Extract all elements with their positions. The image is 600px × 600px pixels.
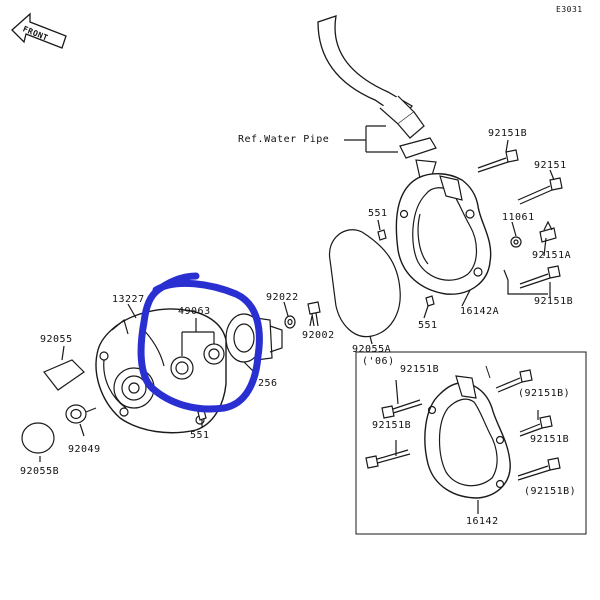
- label-inset-92151B-c: 92151B: [372, 420, 412, 431]
- water-pipe-hose: [317, 15, 425, 139]
- bolt-92151B-mid: [519, 265, 561, 289]
- label-92055A: 92055A: [352, 344, 392, 355]
- inset-bolt-e: [517, 457, 561, 481]
- washer-92022: [284, 315, 296, 329]
- inset-bolt-d: [519, 415, 553, 437]
- cover-13227: [95, 308, 227, 434]
- label-11061: 11061: [502, 212, 535, 223]
- front-arrow-icon: [11, 12, 67, 49]
- label-92151B-top: 92151B: [488, 128, 528, 139]
- pipe-fitting: [399, 137, 437, 159]
- dowel-551-mid: [425, 295, 435, 307]
- bolt-92151: [517, 177, 563, 205]
- label-16142: 16142: [466, 516, 499, 527]
- washer-11061: [510, 236, 522, 248]
- bolt-92002: [307, 301, 321, 327]
- seal-49063-b: [203, 343, 225, 365]
- inset-bolt-b: [495, 369, 533, 393]
- highlight-circle: [137, 272, 263, 413]
- bolt-92151A: [539, 220, 557, 243]
- label-16142A: 16142A: [460, 306, 500, 317]
- o-ring-92055B: [21, 422, 55, 454]
- pump-cover-16142A: [395, 173, 492, 295]
- label-inset-92151B-d: 92151B: [530, 434, 570, 445]
- gasket-92055: [43, 359, 85, 391]
- ref-bracket: [344, 125, 398, 153]
- oil-seal-92049: [65, 404, 97, 424]
- label-551-mid: 551: [418, 320, 438, 331]
- bolt-92151B-top: [477, 149, 519, 173]
- label-inset-92151B-e: (92151B): [524, 486, 577, 497]
- label-92151A: 92151A: [532, 250, 572, 261]
- label-92002: 92002: [302, 330, 335, 341]
- inset-bolt-c: [365, 449, 411, 469]
- label-92151B-mid: 92151B: [534, 296, 574, 307]
- label-92055: 92055: [40, 334, 73, 345]
- inset-bolt-a: [381, 399, 423, 419]
- label-13227: 13227: [112, 294, 145, 305]
- dowel-551-upper: [377, 229, 387, 241]
- inset-box: [355, 351, 587, 535]
- label-92022: 92022: [266, 292, 299, 303]
- page-code: E3031: [556, 5, 583, 14]
- label-49063: 49063: [178, 306, 211, 317]
- ref-water-pipe-label: Ref.Water Pipe: [238, 134, 330, 145]
- label-92151: 92151: [534, 160, 567, 171]
- gasket-92055A: [328, 229, 401, 338]
- label-inset-92151B-a: 92151B: [400, 364, 440, 375]
- pump-cover-16142: [424, 375, 511, 499]
- label-551-low: 551: [190, 430, 210, 441]
- inset-label: ('06): [362, 356, 395, 367]
- label-inset-92151B-b: (92151B): [518, 388, 571, 399]
- seal-49063-a: [170, 356, 194, 380]
- label-92049: 92049: [68, 444, 101, 455]
- label-92055B: 92055B: [20, 466, 60, 477]
- label-256: 256: [258, 378, 278, 389]
- label-551-upper: 551: [368, 208, 388, 219]
